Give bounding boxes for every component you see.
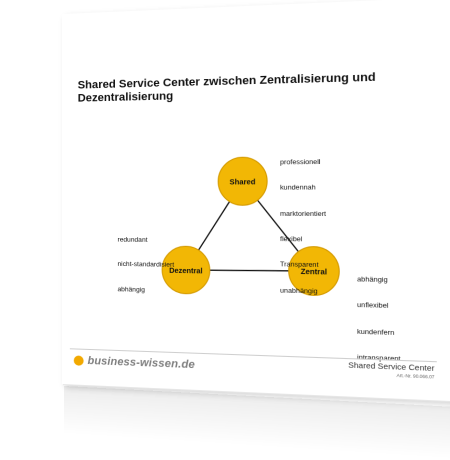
logo-dot-icon xyxy=(73,355,84,366)
document-page: Shared Service Center zwischen Zentralis… xyxy=(62,0,450,402)
attribute-item: nicht-standardisiert xyxy=(117,261,175,270)
attribute-item: abhängig xyxy=(117,285,145,294)
attribute-item: flexibel xyxy=(280,235,303,244)
attribute-item: kundennah xyxy=(280,184,316,193)
attribute-item: unabhängig xyxy=(280,286,318,296)
dezentral-attributes: redundant nicht-standardisiert abhängig xyxy=(117,220,174,312)
node-zentral-label: Zentral xyxy=(301,268,327,277)
attribute-item: professionell xyxy=(280,158,321,167)
attribute-item: abhängig xyxy=(357,276,388,285)
shared-attributes: professionell kundennah marktorientiert … xyxy=(280,142,326,314)
node-zentral-circle xyxy=(289,246,340,296)
attribute-item: Transparent xyxy=(280,261,319,270)
node-shared-circle xyxy=(218,157,267,205)
attribute-item: kundenfern xyxy=(357,328,395,337)
attribute-item: redundant xyxy=(117,236,148,245)
node-dezentral-circle xyxy=(162,246,210,294)
node-dezentral-label: Dezentral xyxy=(169,267,203,276)
triangle-diagram: Shared Dezentral Zentral xyxy=(62,0,450,401)
node-shared-label: Shared xyxy=(230,178,256,187)
footer-info: Shared Service Center Art.-Nr. 90.066.07 xyxy=(348,360,434,379)
attribute-item: marktorientiert xyxy=(280,210,327,218)
attribute-item: unflexibel xyxy=(357,302,389,311)
